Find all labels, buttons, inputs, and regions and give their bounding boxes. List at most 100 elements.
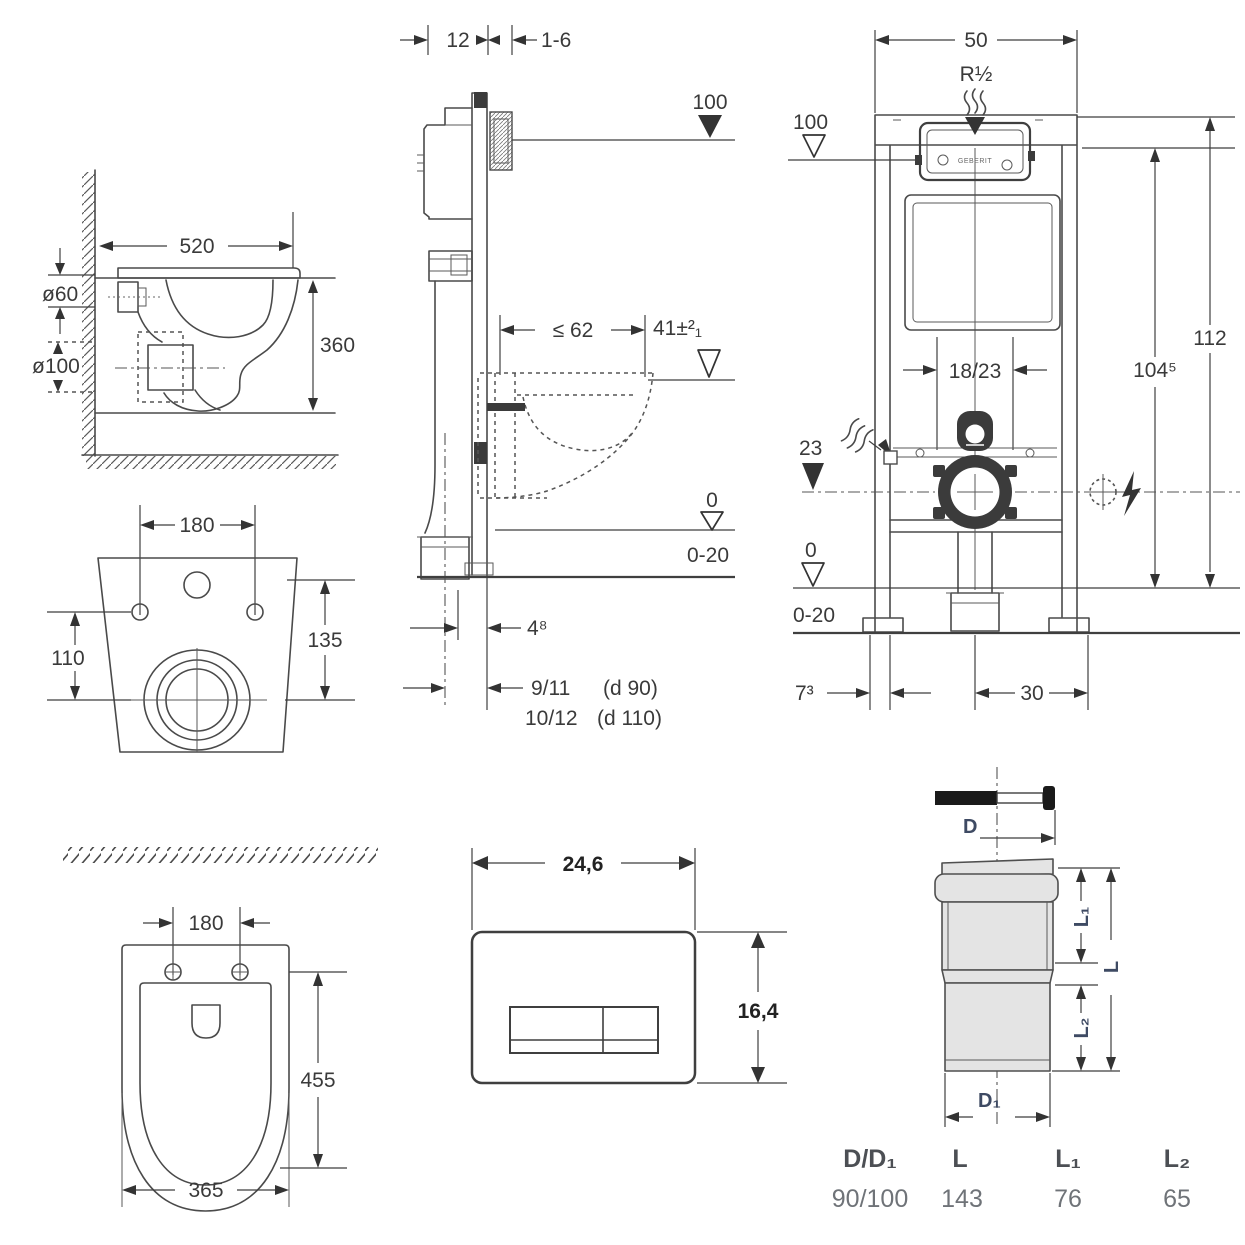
- ref-0-label: 0: [706, 489, 718, 512]
- dim-455-label: 455: [300, 1069, 335, 1092]
- water-supply-icon: [963, 88, 987, 135]
- table-header-l1: L₁: [1055, 1145, 1081, 1173]
- dim-110: 110: [47, 611, 131, 701]
- table-value-l2: 65: [1163, 1185, 1191, 1213]
- dim-inlet-diameter: ø60: [42, 248, 95, 334]
- dim-rail-height-104: 104⁵: [1082, 147, 1235, 588]
- level-marker-icon: [802, 134, 826, 158]
- dim-365-label: 365: [188, 1179, 223, 1202]
- electrical-connection-icon: [1085, 471, 1141, 516]
- dim-1-6-label: 1-6: [541, 29, 571, 52]
- floor-level-icon: [700, 511, 724, 531]
- flush-bend-fitting: [957, 411, 993, 451]
- drain-flange: [933, 455, 1017, 529]
- dim-1012-label: 10/12: [525, 707, 578, 730]
- dim-o100-label: ø100: [32, 355, 80, 378]
- dim-520-label: 520: [179, 235, 214, 258]
- connector-pipe-body: [934, 858, 1059, 1072]
- dim-112-label: 112: [1193, 327, 1226, 350]
- dim-911-note: (d 90): [603, 677, 658, 700]
- dim-depth-455: 455: [280, 971, 347, 1169]
- dim-l1-label: L₁: [1071, 907, 1093, 928]
- dim-side-offset: 7³: [795, 635, 931, 710]
- dim-hole-spacing-180: 180: [139, 505, 256, 615]
- dim-rear-offset: 4⁸: [410, 575, 548, 710]
- flush-plate-diagram: 24,6 16,4: [470, 848, 787, 1085]
- dim-110-label: 110: [51, 647, 84, 670]
- floor-reference: 0 0-20: [417, 489, 735, 579]
- frame-side-view-diagram: 12 1-6 100 ≤ 62 41±²₁: [400, 25, 735, 730]
- dim-hole-spacing-180: 180: [143, 907, 270, 975]
- dim-12-label: 12: [446, 29, 469, 52]
- dim-30-label: 30: [1020, 682, 1043, 705]
- dim-rail-depth-12: 12: [400, 25, 500, 55]
- frame-front-view-diagram: GEBERIT 50 R½ 100 112 104⁵ 18/23: [788, 29, 1240, 710]
- dim-outlet-diameter: ø100: [32, 341, 95, 393]
- dim-l: L: [1052, 868, 1123, 1072]
- dim-41-label: 41±²₁: [653, 317, 702, 340]
- drain-pipe-front: [946, 531, 1004, 632]
- cistern-side-profile: [417, 107, 473, 705]
- wc-dashed-outline: [477, 372, 654, 499]
- ref-0-20-label: 0-20: [687, 544, 729, 567]
- table-value-l1: 76: [1054, 1185, 1082, 1213]
- dim-360-label: 360: [320, 334, 355, 357]
- frame-rail-side: [464, 92, 494, 576]
- dim-104-label: 104⁵: [1133, 359, 1177, 382]
- wc-top-view-diagram: 180 455 365: [63, 847, 378, 1212]
- dim-164-label: 16,4: [738, 1000, 779, 1023]
- flush-plate-side: [489, 111, 513, 171]
- dim-width-365: 365: [122, 1179, 289, 1202]
- wc-side-view-diagram: 520 ø60 ø100 360: [32, 169, 355, 469]
- ref-0-20-label: 0-20: [793, 604, 835, 627]
- seat-height-marker: 41±²₁: [648, 317, 735, 381]
- table-header-l: L: [952, 1145, 967, 1173]
- dimension-table: D/D₁ L L₁ L₂ 90/100 143 76 65: [832, 1145, 1191, 1213]
- wall-hatch-strip: [63, 847, 378, 863]
- finished-level-icon: [697, 349, 721, 378]
- dim-246-label: 24,6: [563, 853, 604, 876]
- dim-180-label: 180: [188, 912, 223, 935]
- dim-73-label: 7³: [795, 682, 814, 705]
- dim-l2-label: L₂: [1071, 1017, 1093, 1038]
- dim-d-label: D: [963, 816, 977, 838]
- dim-outlet-position: 9/11 (d 90) 10/12 (d 110): [403, 677, 662, 730]
- dim-1012-note: (d 110): [597, 707, 662, 730]
- dim-rod-spacing: 18/23: [903, 337, 1047, 450]
- table-header-l2: L₂: [1164, 1145, 1190, 1173]
- seal-cross-section: [935, 786, 1055, 810]
- hose-connection-icon: [840, 417, 874, 453]
- dim-l-label: L: [1101, 961, 1123, 973]
- dim-62-label: ≤ 62: [553, 319, 594, 342]
- flush-plate-face: [470, 930, 697, 1085]
- dim-d1: D₁: [944, 1073, 1051, 1127]
- floor-hatch: [81, 454, 339, 469]
- dim-l1: L₁: [1055, 867, 1120, 964]
- dim-23-label: 23: [799, 437, 822, 460]
- dim-l2: L₂: [1055, 984, 1098, 1071]
- dim-911-label: 9/11: [531, 677, 570, 700]
- water-connection-label: R½: [960, 63, 993, 86]
- dim-1823-label: 18/23: [949, 360, 1002, 383]
- dim-135: 135: [285, 579, 355, 701]
- level-marker-icon: [698, 115, 722, 138]
- table-header-dd1: D/D₁: [843, 1145, 896, 1173]
- dim-plate-height: 16,4: [697, 931, 787, 1084]
- dual-flush-buttons[interactable]: [509, 1006, 659, 1054]
- dim-width-50: 50: [874, 29, 1078, 113]
- brand-label: GEBERIT: [958, 158, 992, 165]
- ref-0-label: 0: [805, 539, 817, 562]
- wc-back-outline: [97, 557, 298, 753]
- ref-100-label: 100: [793, 111, 828, 134]
- lightning-icon: [1122, 471, 1141, 516]
- frame-structure: [862, 114, 1090, 634]
- dim-plate-adjust-1-6: 1-6: [511, 25, 571, 55]
- dim-plate-width: 24,6: [471, 848, 696, 930]
- level-marker-icon: [802, 463, 824, 490]
- dim-height-360: 360: [308, 280, 355, 411]
- dim-outlet-height-23: 23: [799, 437, 824, 490]
- dim-48-label: 4⁸: [527, 617, 548, 640]
- dim-frame-height-112: 112: [1077, 116, 1235, 588]
- ref-100-label: 100: [692, 91, 727, 114]
- cistern-front: [904, 194, 1061, 331]
